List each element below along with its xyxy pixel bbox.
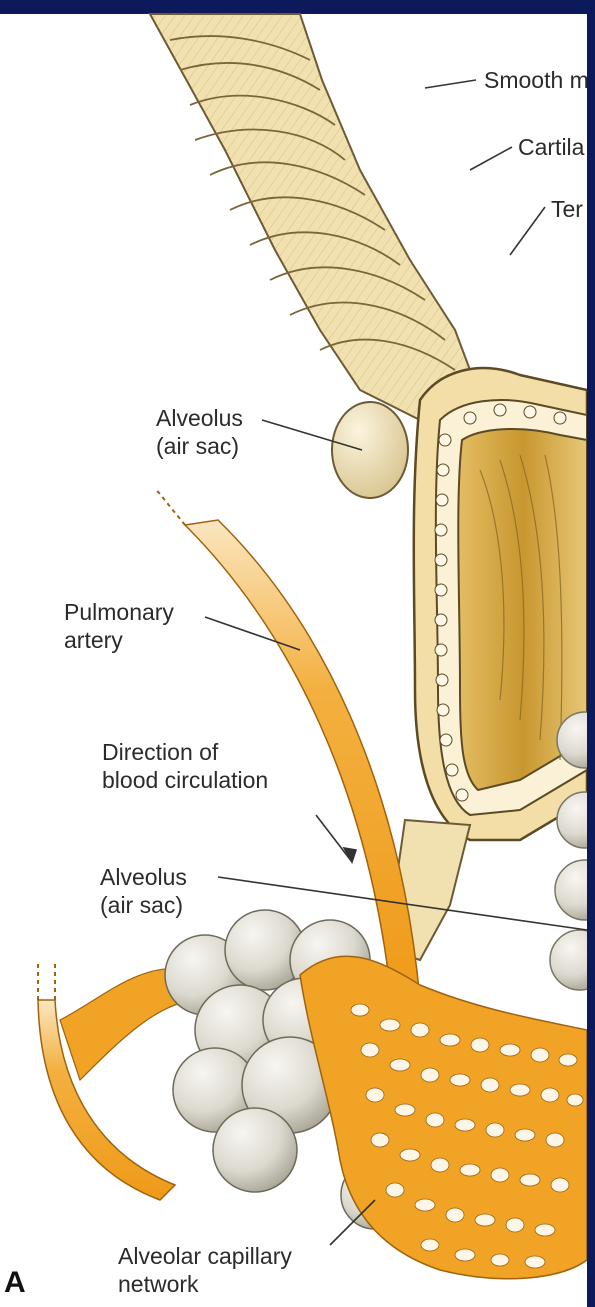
label-alveolus-upper: Alveolus (air sac) (156, 404, 243, 460)
bronchiole (150, 14, 470, 420)
right-frame-bar (587, 0, 595, 1307)
label-terminal: Ter (551, 195, 587, 223)
label-smooth-muscle: Smooth m (484, 66, 587, 94)
label-direction-circulation: Direction of blood circulation (102, 738, 268, 794)
bronchiole-cross-section (414, 368, 587, 840)
panel-letter: A (4, 1266, 26, 1300)
label-cartilage: Cartila (518, 133, 587, 161)
upper-alveolus (332, 402, 408, 498)
label-alveolar-capillary-network: Alveolar capillary network (118, 1242, 292, 1298)
label-alveolus-lower: Alveolus (air sac) (100, 863, 187, 919)
capillary-network (300, 956, 587, 1279)
label-pulmonary-artery: Pulmonary artery (64, 598, 174, 654)
